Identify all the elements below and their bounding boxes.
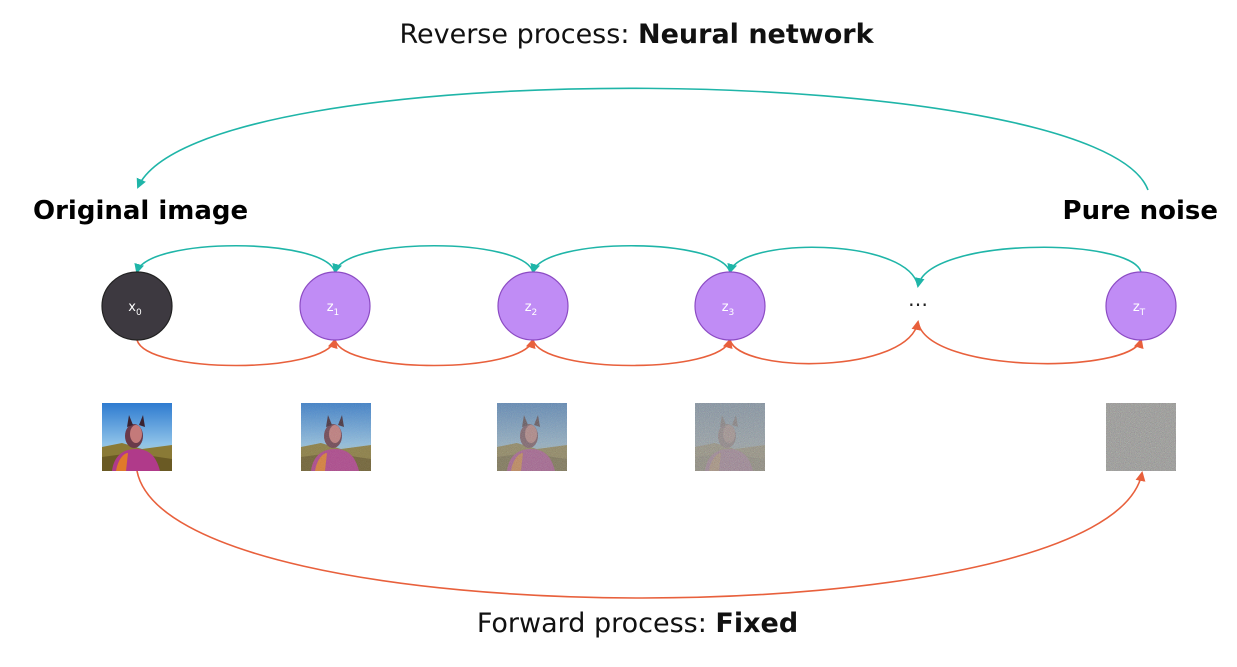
reverse-step-arrow <box>727 246 919 287</box>
thumbnail-image <box>301 403 371 471</box>
forward-process-caption: Forward process: Fixed <box>0 608 1237 639</box>
pure-noise-label: Pure noise <box>1062 196 1218 226</box>
thumbnail-image <box>497 403 567 471</box>
thumbnail-image <box>1106 403 1176 471</box>
reverse-step-arrow <box>914 246 1142 288</box>
reverse-caption-bold: Neural network <box>638 19 874 50</box>
node-circle <box>1105 271 1177 341</box>
node-z2: z2 <box>497 271 569 341</box>
thumbnail-image <box>695 403 765 471</box>
node-z1: z1 <box>299 271 371 341</box>
reverse-process-caption: Reverse process: Neural network <box>0 19 1237 50</box>
ellipsis-label: … <box>908 287 928 311</box>
node-circle <box>694 271 766 341</box>
reverse-step-arrow <box>134 244 336 274</box>
node-z3: z3 <box>694 271 766 341</box>
forward-caption-bold: Fixed <box>715 608 799 639</box>
node-x0: x0 <box>101 271 173 341</box>
forward-step-arrow <box>136 338 338 367</box>
forward-step-arrow <box>729 320 922 365</box>
reverse-arc-arrow <box>136 87 1149 191</box>
original-image-label: Original image <box>33 196 249 226</box>
forward-step-arrow <box>532 338 733 367</box>
node-circle <box>497 271 569 341</box>
node-zT: zT <box>1105 271 1177 341</box>
node-circle <box>299 271 371 341</box>
reverse-caption-prefix: Reverse process: <box>399 19 638 50</box>
forward-step-arrow <box>917 321 1144 365</box>
node-ellipsis: … <box>908 287 928 311</box>
forward-caption-prefix: Forward process: <box>476 608 716 639</box>
node-circle <box>101 271 173 341</box>
reverse-step-arrow <box>332 244 534 274</box>
forward-step-arrow <box>334 338 536 367</box>
thumbnail-image <box>102 403 172 471</box>
forward-arc-arrow <box>136 470 1146 599</box>
reverse-step-arrow <box>530 244 731 274</box>
